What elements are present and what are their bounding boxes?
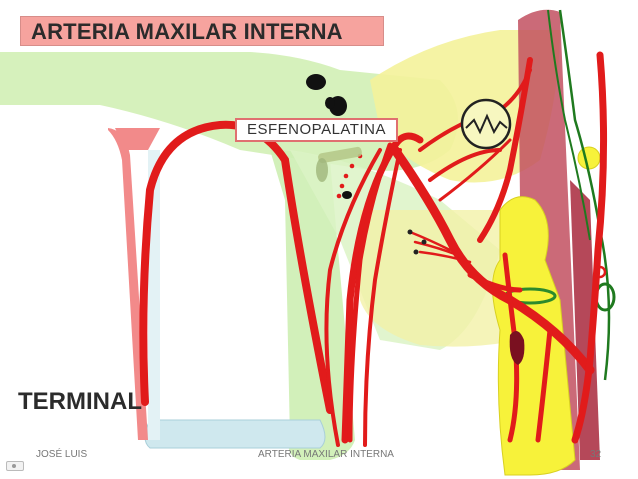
footer-author: JOSÉ LUIS <box>36 449 88 460</box>
dotted-line-dot-4 <box>339 183 345 189</box>
foramen-black-4 <box>342 191 352 199</box>
artery-small-fan-3 <box>418 250 472 264</box>
label-terminal: TERMINAL <box>18 388 142 415</box>
yellow-ganglion-upper <box>577 146 601 170</box>
pink-artery-trunk <box>108 128 148 440</box>
fan-dot-3 <box>413 249 419 255</box>
artery-branch-upper-right-2 <box>428 148 502 182</box>
artery-branch-down-1 <box>347 142 393 443</box>
pale-blue-floor <box>144 419 326 449</box>
slide-nav-icon[interactable] <box>6 461 24 471</box>
fan-dot-2 <box>421 239 427 245</box>
fan-dot-1 <box>407 229 413 235</box>
artery-small-fan-1 <box>408 230 452 252</box>
dotted-line-dot-3 <box>343 173 349 179</box>
artery-right-upper <box>477 57 533 243</box>
foramen-black-3 <box>325 97 335 109</box>
slide-title: ARTERIA MAXILAR INTERNA <box>20 16 384 46</box>
dark-red-vertical-band-inner <box>570 180 600 460</box>
red-ring-small <box>593 265 607 279</box>
dotted-line-dot-5 <box>336 193 342 199</box>
artery-branch-to-ring <box>467 272 523 293</box>
label-esfenopalatina: ESFENOPALATINA <box>235 118 398 142</box>
ganglion-zigzag <box>465 113 508 135</box>
artery-terminal-loop <box>139 120 334 414</box>
green-nerve-2 <box>547 9 591 241</box>
footer-title: ARTERIA MAXILAR INTERNA <box>258 449 394 460</box>
pink-artery-top <box>115 128 160 150</box>
pale-yellow-lower-region <box>360 210 520 347</box>
ganglion-circle <box>460 98 512 150</box>
artery-branch-down-2 <box>363 148 402 447</box>
dark-red-lower-oval <box>509 331 525 365</box>
grey-green-bar <box>318 146 362 164</box>
artery-branch-upper-right-3 <box>438 138 512 202</box>
foramen-black-1 <box>306 74 326 90</box>
artery-lower-right-branch <box>535 327 553 443</box>
grey-green-oval <box>316 158 328 182</box>
artery-small-fan-2 <box>413 240 462 258</box>
dotted-line-dot-2 <box>349 163 355 169</box>
artery-branch-down-3 <box>324 148 382 447</box>
footer-page-number: 32 <box>590 449 602 460</box>
artery-right-vertical <box>571 51 608 444</box>
